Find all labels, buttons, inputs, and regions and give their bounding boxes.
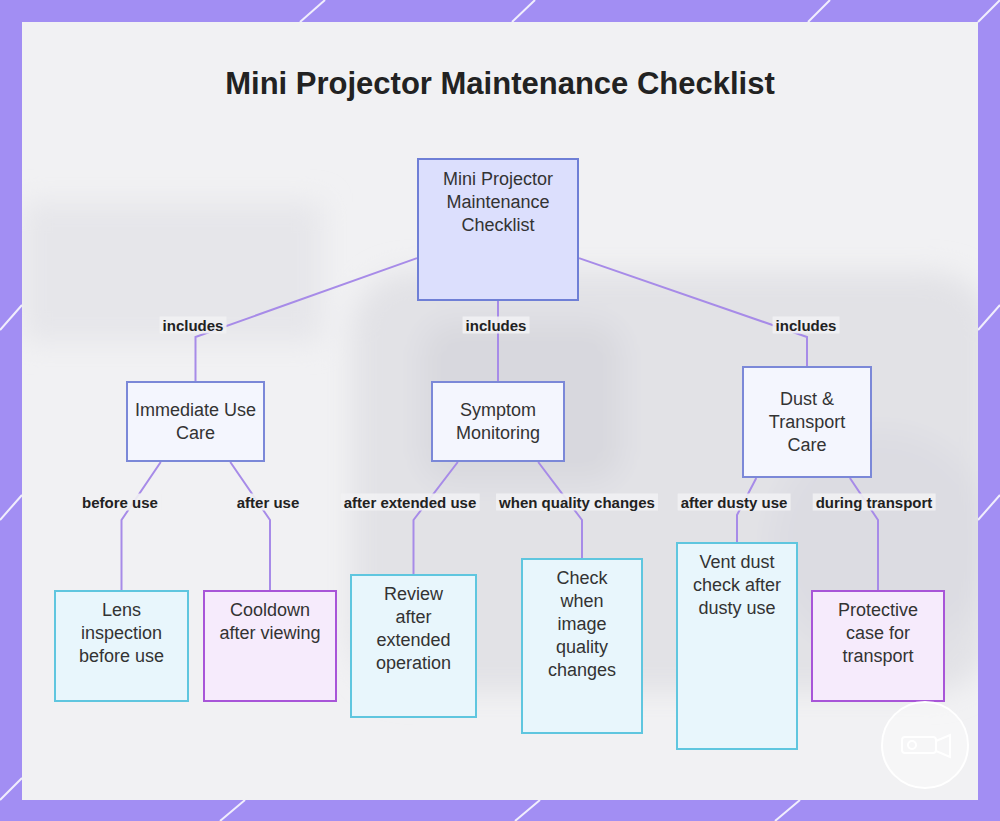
node-text: Vent dust check after dusty use [692,551,782,620]
node-text: Dust & Transport Care [752,388,862,457]
connector-line [196,258,418,381]
connector-line [122,462,161,590]
edge-label: after use [234,494,303,511]
task-box: Check when image quality changes [521,558,643,734]
node-text: Cooldown after viewing [215,599,325,645]
node-text: Symptom Monitoring [438,399,558,445]
connector-line [414,462,458,574]
edge-label: before use [79,494,161,511]
category-box: Dust & Transport Care [742,366,872,478]
edge-label: after dusty use [678,494,791,511]
node-text: Check when image quality changes [542,567,622,682]
edge-label: when quality changes [496,494,658,511]
node-text: Mini Projector Maintenance Checklist [433,168,563,237]
node-text: Immediate Use Care [133,399,258,445]
category-box: Immediate Use Care [126,381,265,462]
task-box: Protective case for transport [811,590,945,702]
node-text: Lens inspection before use [67,599,177,668]
connector-line [230,462,270,590]
task-box: Lens inspection before use [54,590,189,702]
task-box: Review after extended operation [350,574,477,718]
diagram-title: Mini Projector Maintenance Checklist [0,66,1000,102]
task-box: Vent dust check after dusty use [676,542,798,750]
edge-label: includes [463,317,530,334]
category-box: Symptom Monitoring [431,381,565,462]
edge-label: during transport [813,494,936,511]
edge-label: after extended use [341,494,480,511]
root-box: Mini Projector Maintenance Checklist [417,158,579,301]
connector-line [579,258,807,366]
connector-line [497,301,499,381]
edge-label: includes [160,317,227,334]
task-box: Cooldown after viewing [203,590,337,702]
edge-label: includes [773,317,840,334]
node-text: Review after extended operation [364,583,464,675]
node-text: Protective case for transport [821,599,936,668]
